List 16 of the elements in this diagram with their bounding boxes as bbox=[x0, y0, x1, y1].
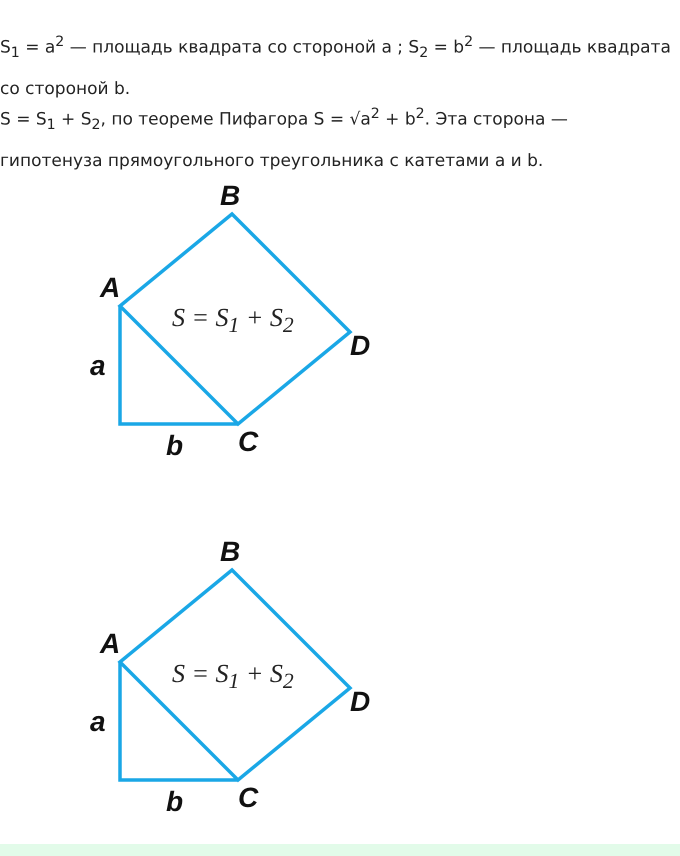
point-label: A bbox=[100, 274, 120, 302]
point-label: B bbox=[220, 538, 240, 566]
point-label: D bbox=[350, 332, 370, 360]
point-label: B bbox=[220, 182, 240, 210]
point-label: C bbox=[238, 428, 258, 456]
text-paragraph: S = S$_{1}$ + S$_{2}$, по теореме Пифагора S = √a$^{2}$ + b$^{2}$. Эта сторона — гипотенуза прямоугольного треугольника с катетами a и b. bbox=[0, 105, 569, 174]
side-label: b bbox=[166, 432, 184, 460]
side-label: a bbox=[90, 708, 106, 736]
text-paragraph: S$_{1}$ = a$^{2}$ — площадь квадрата со стороной a ; S$_{2}$ = b$^{2}$ — площадь квадрата со стороной b. bbox=[0, 33, 672, 102]
formula: S = S$_{1}$ + S$_{2}$ bbox=[172, 305, 294, 337]
point-label: C bbox=[238, 784, 258, 812]
formula: S = S$_{1}$ + S$_{2}$ bbox=[172, 661, 294, 693]
side-label: b bbox=[166, 788, 184, 816]
point-label: A bbox=[100, 630, 120, 658]
point-label: D bbox=[350, 688, 370, 716]
side-label: a bbox=[90, 352, 106, 380]
